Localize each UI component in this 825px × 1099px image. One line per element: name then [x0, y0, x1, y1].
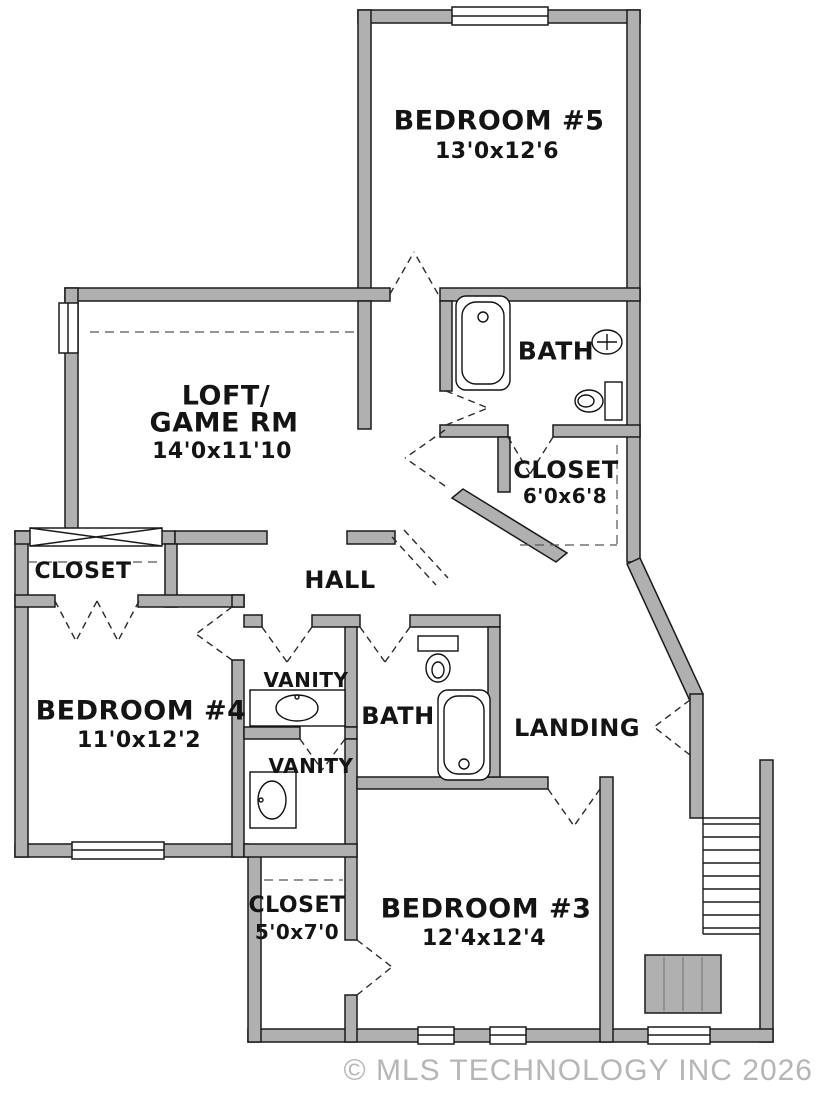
door-hall-double: [391, 529, 449, 586]
bathtub-middle-icon: [437, 689, 491, 781]
chimney-hatch-lines: [663, 957, 703, 1011]
room-label-bedroom5: BEDROOM #5: [393, 105, 605, 137]
room-label-bedroom3: BEDROOM #3: [380, 893, 592, 925]
door-bedroom4: [195, 606, 233, 661]
dashed-reference-lines: [28, 331, 618, 881]
window-bedroom3-bottom-left: [417, 1026, 455, 1045]
room-dims-closet-lower: 5'0x7'0: [254, 920, 340, 944]
door-swings: [54, 251, 691, 996]
toilet-middle-icon: [417, 635, 459, 683]
room-label-landing: LANDING: [513, 714, 641, 742]
room-label-bedroom4: BEDROOM #4: [35, 695, 247, 727]
door-loft-corridor: [404, 429, 446, 487]
door-bath-upper: [445, 390, 489, 426]
sink-upper-icon: [591, 329, 623, 355]
door-closet-left-double: [54, 600, 140, 642]
door-vanity-lower: [299, 738, 346, 771]
window-bedroom5-top: [451, 6, 549, 26]
window-closet-left-top: [29, 527, 163, 547]
door-vanity-upper: [261, 626, 313, 663]
door-closet-lower: [356, 939, 393, 996]
windows: [29, 6, 711, 1045]
door-bedroom5: [389, 251, 439, 295]
closet-upper-shelf-line: [520, 445, 618, 546]
bathtub-upper-icon: [455, 295, 511, 391]
door-closet-upper: [507, 436, 554, 475]
door-bedroom3: [547, 788, 601, 827]
window-bedroom3-bottom-right: [489, 1026, 527, 1045]
walls: [14, 9, 774, 1043]
room-label-closet-left: CLOSET: [34, 559, 132, 584]
vanity-sink-lower-icon: [249, 771, 297, 829]
door-landing: [653, 699, 691, 756]
toilet-upper-icon: [574, 381, 623, 421]
fixtures: [249, 295, 623, 829]
room-label-bath-upper: BATH: [517, 336, 595, 366]
vanity-sink-upper-icon: [249, 689, 346, 727]
room-label-loft-line1: LOFT/: [181, 380, 271, 412]
room-label-vanity-lower: VANITY: [268, 754, 354, 778]
staircase: [702, 817, 760, 935]
room-dims-closet-upper: 6'0x6'8: [522, 484, 608, 508]
room-label-vanity-upper: VANITY: [263, 668, 349, 692]
window-loft-left: [58, 302, 79, 354]
room-dims-bedroom4: 11'0x12'2: [76, 728, 202, 753]
watermark: © MLS TECHNOLOGY INC 2026: [343, 1054, 813, 1087]
room-label-hall: HALL: [304, 566, 376, 594]
room-label-bath-middle: BATH: [361, 702, 435, 730]
door-bath-middle: [359, 626, 411, 663]
room-label-loft-line2: GAME RM: [149, 407, 299, 439]
room-label-closet-lower: CLOSET: [248, 893, 346, 918]
room-dims-bedroom3: 12'4x12'4: [421, 926, 547, 951]
window-bottom-right-bay: [647, 1026, 711, 1045]
room-dims-loft: 14'0x11'10: [152, 439, 292, 464]
window-bedroom4-bottom: [71, 841, 165, 860]
room-dims-bedroom5: 13'0x12'6: [434, 139, 560, 164]
room-label-closet-upper: CLOSET: [513, 456, 619, 484]
